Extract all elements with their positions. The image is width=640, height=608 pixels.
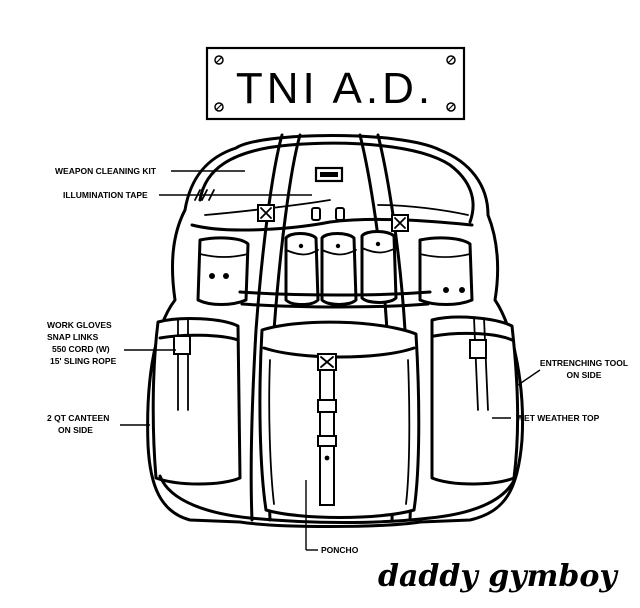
artist-signature: daddy gymboy bbox=[378, 559, 619, 594]
label-canteen-side: ON SIDE bbox=[58, 425, 93, 435]
screw-icon bbox=[446, 102, 456, 112]
left-upper-pocket bbox=[196, 236, 250, 306]
callout-labels: WEAPON CLEANING KIT ILLUMINATION TAPE WO… bbox=[47, 166, 628, 555]
label-entrenching-side: ON SIDE bbox=[567, 370, 602, 380]
x-buckle bbox=[257, 204, 275, 222]
label-canteen: 2 QT CANTEEN bbox=[47, 413, 109, 423]
left-side-pocket bbox=[151, 317, 242, 486]
callout-leaders bbox=[120, 170, 541, 551]
poncho-pocket bbox=[258, 320, 421, 519]
pack-bottom bbox=[158, 474, 518, 524]
label-poncho: PONCHO bbox=[321, 545, 359, 555]
label-illumination-tape: ILLUMINATION TAPE bbox=[63, 190, 148, 200]
plate-title: TNI A.D. bbox=[236, 64, 434, 113]
ammo-pouch bbox=[360, 230, 398, 304]
ammo-pouch bbox=[320, 232, 358, 306]
right-upper-pocket bbox=[418, 236, 474, 306]
label-550-cord: 550 CORD (W) bbox=[52, 344, 110, 354]
label-sling-rope: 15' SLING ROPE bbox=[50, 356, 117, 366]
rucksack-illustration bbox=[146, 133, 524, 528]
ammo-pouch bbox=[284, 232, 320, 306]
right-side-pocket bbox=[430, 315, 520, 486]
screw-icon bbox=[214, 55, 224, 65]
label-entrenching-tool: ENTRENCHING TOOL bbox=[540, 358, 628, 368]
lid-lower-edge bbox=[190, 217, 474, 232]
label-weapon-cleaning-kit: WEAPON CLEANING KIT bbox=[55, 166, 157, 176]
screw-icon bbox=[214, 102, 224, 112]
screw-icon bbox=[446, 55, 456, 65]
label-wet-weather-top: WET WEATHER TOP bbox=[516, 413, 600, 423]
x-buckle bbox=[317, 353, 337, 371]
name-plate: TNI A.D. bbox=[205, 46, 466, 121]
strap-left bbox=[249, 133, 284, 522]
label-work-gloves: WORK GLOVES bbox=[47, 320, 112, 330]
label-snap-links: SNAP LINKS bbox=[47, 332, 99, 342]
x-buckle bbox=[391, 214, 409, 232]
